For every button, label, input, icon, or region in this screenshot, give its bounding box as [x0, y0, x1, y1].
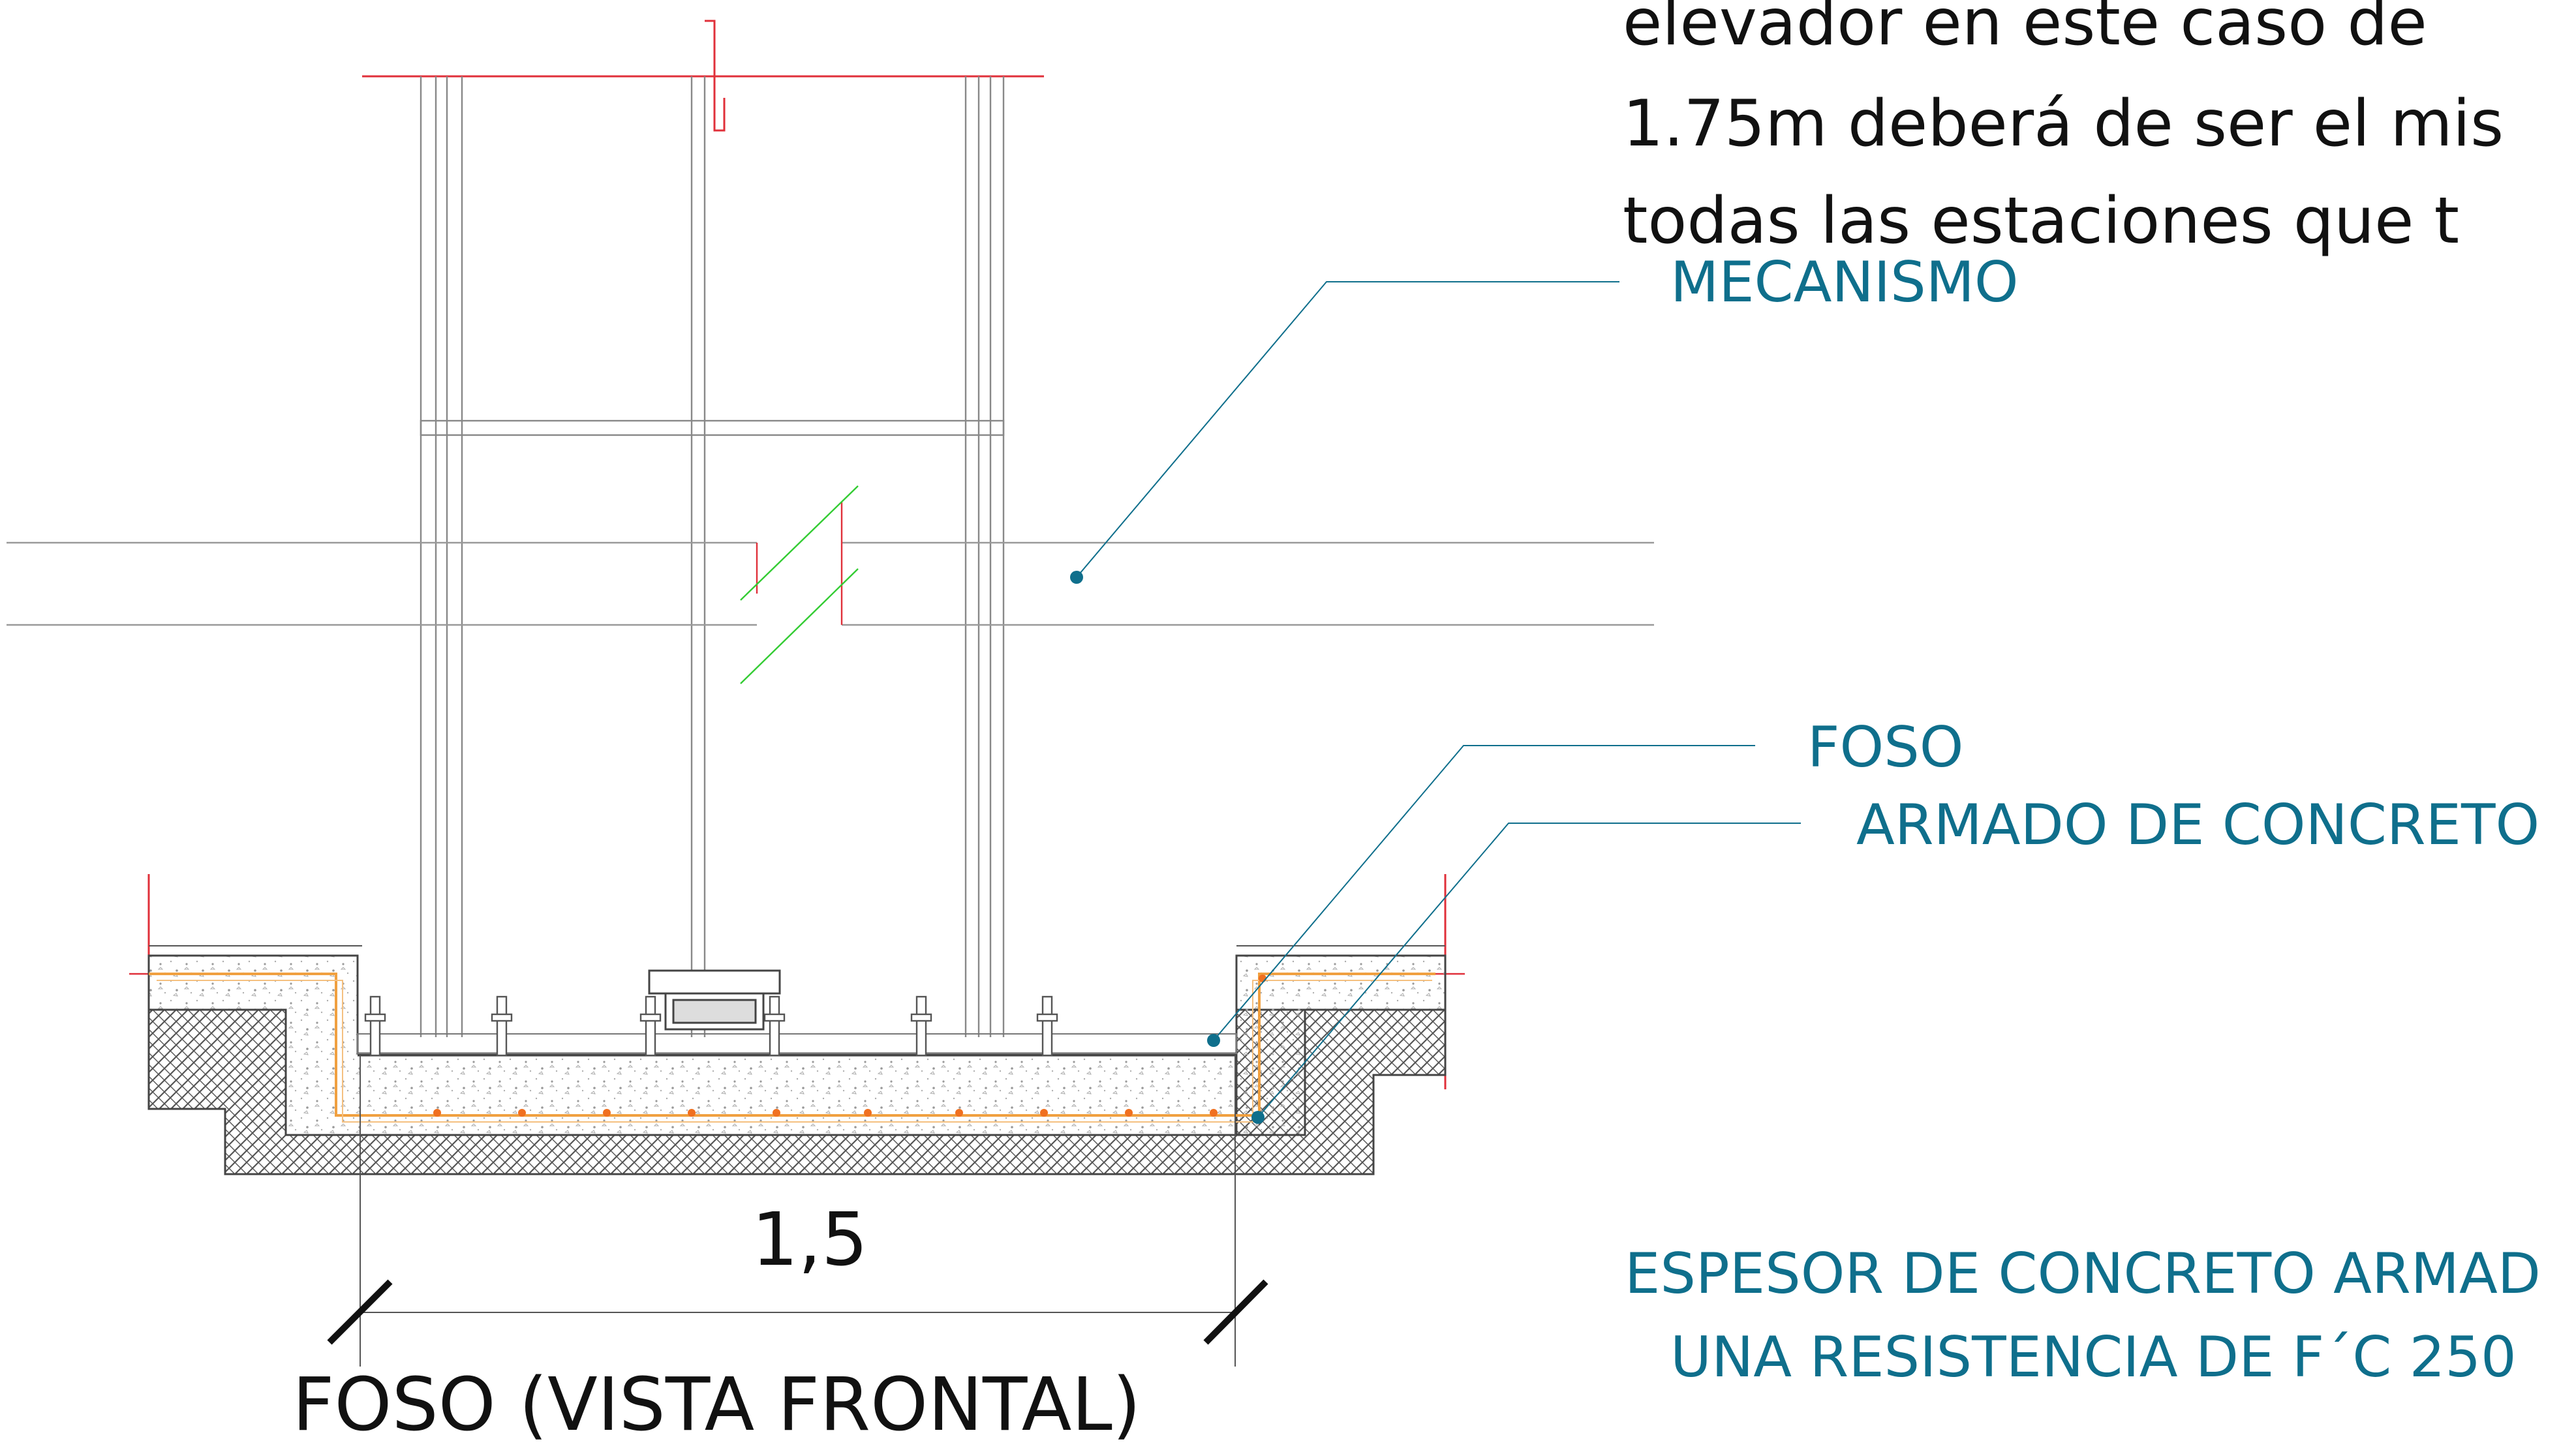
- drawing-title: FOSO (VISTA FRONTAL): [292, 1363, 1141, 1447]
- rebar-dots: [433, 975, 1266, 1117]
- label-mecanismo: MECANISMO: [1670, 250, 2019, 315]
- label-espesor-line-1: ESPESOR DE CONCRETO ARMAD: [1625, 1241, 2541, 1307]
- note-line-2: 1.75m deberá de ser el mis: [1623, 87, 2504, 161]
- dimension-value: 1,5: [752, 1198, 868, 1282]
- break-lines: [740, 485, 859, 684]
- anchor-bolts: [364, 995, 1058, 1057]
- label-foso: FOSO: [1807, 715, 1964, 780]
- pit-structure: [147, 945, 1447, 1175]
- leader-lines: [1076, 281, 1801, 1118]
- dimension-line: [327, 1055, 1268, 1367]
- rebar: [149, 973, 1435, 1123]
- leader-dots: [1070, 571, 1265, 1124]
- label-espesor-line-2: UNA RESISTENCIA DE F´C 250: [1670, 1325, 2517, 1390]
- note-line-1: elevador en este caso de: [1623, 0, 2427, 60]
- axis-lines: [129, 20, 1465, 1089]
- buffer: [648, 969, 781, 1031]
- guide-rails: [420, 76, 1005, 1037]
- note-line-3: todas las estaciones que t: [1623, 184, 2460, 258]
- label-armado-concreto: ARMADO DE CONCRETO: [1856, 793, 2540, 858]
- floor-lines: [7, 502, 1654, 626]
